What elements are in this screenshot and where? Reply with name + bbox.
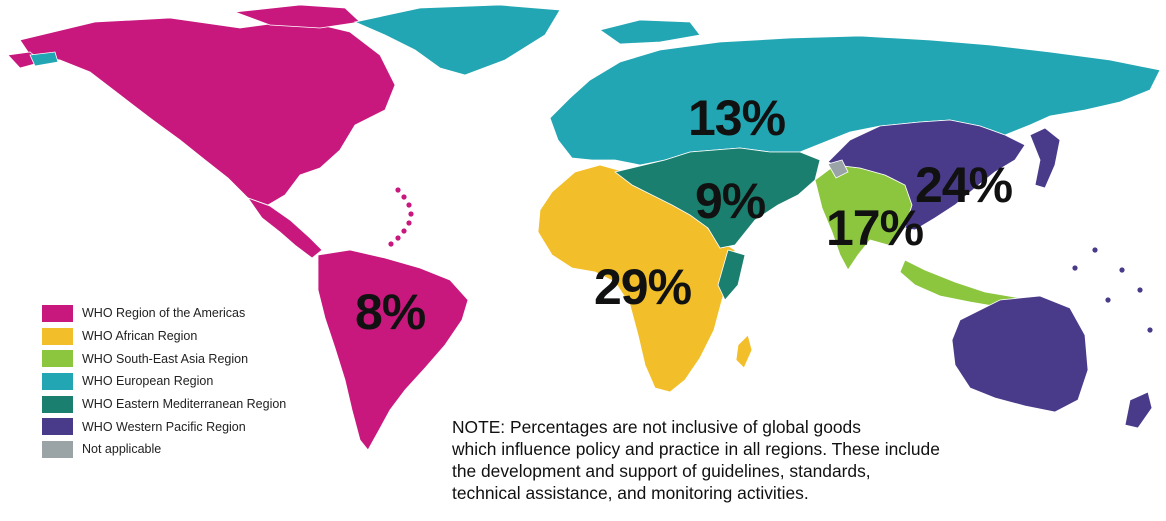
legend-label: Not applicable [82, 442, 162, 457]
eastern-mediterranean-percent-label: 9% [695, 173, 766, 229]
legend-label: WHO Western Pacific Region [82, 419, 246, 434]
legend-item-europe: WHO European Region [42, 370, 286, 393]
legend-label: WHO Eastern Mediterranean Region [82, 397, 287, 412]
region-eastern-mediterranean-shape [614, 147, 821, 301]
region-not-applicable-shape [827, 159, 849, 179]
note-line: which influence policy and practice in a… [452, 439, 940, 459]
legend-item-americas: WHO Region of the Americas [42, 302, 286, 325]
europe-percent-label: 13% [688, 90, 786, 146]
africa-percent-label: 29% [594, 259, 692, 315]
legend-item-not-applicable: Not applicable [42, 438, 286, 461]
map-note: NOTE: Percentages are not inclusive of g… [452, 416, 940, 504]
legend-swatch [42, 395, 73, 413]
note-line: the development and support of guideline… [452, 461, 871, 481]
western-pacific-percent-label: 24% [915, 157, 1013, 213]
legend-label: WHO South-East Asia Region [82, 351, 249, 366]
region-western-pacific-shape [827, 119, 1154, 429]
note-line: technical assistance, and monitoring act… [452, 483, 809, 503]
region-americas-shape [7, 4, 469, 451]
legend-label: WHO Region of the Americas [82, 306, 246, 321]
legend-swatch [42, 350, 73, 368]
legend-item-south-east-asia: WHO South-East Asia Region [42, 347, 286, 370]
legend-swatch [42, 440, 73, 458]
legend-item-eastern-mediterranean: WHO Eastern Mediterranean Region [42, 393, 286, 416]
region-europe-shape [29, 4, 1161, 166]
legend-swatch [42, 304, 73, 322]
note-line: NOTE: Percentages are not inclusive of g… [452, 417, 861, 437]
legend-item-africa: WHO African Region [42, 325, 286, 348]
south-east-asia-percent-label: 17% [826, 200, 924, 256]
legend-item-western-pacific: WHO Western Pacific Region [42, 415, 286, 438]
map-legend: WHO Region of the Americas WHO African R… [42, 302, 286, 461]
legend-swatch [42, 327, 73, 345]
legend-label: WHO European Region [82, 374, 214, 389]
legend-swatch [42, 418, 73, 436]
americas-percent-label: 8% [355, 284, 426, 340]
legend-label: WHO African Region [82, 329, 198, 344]
legend-swatch [42, 372, 73, 390]
